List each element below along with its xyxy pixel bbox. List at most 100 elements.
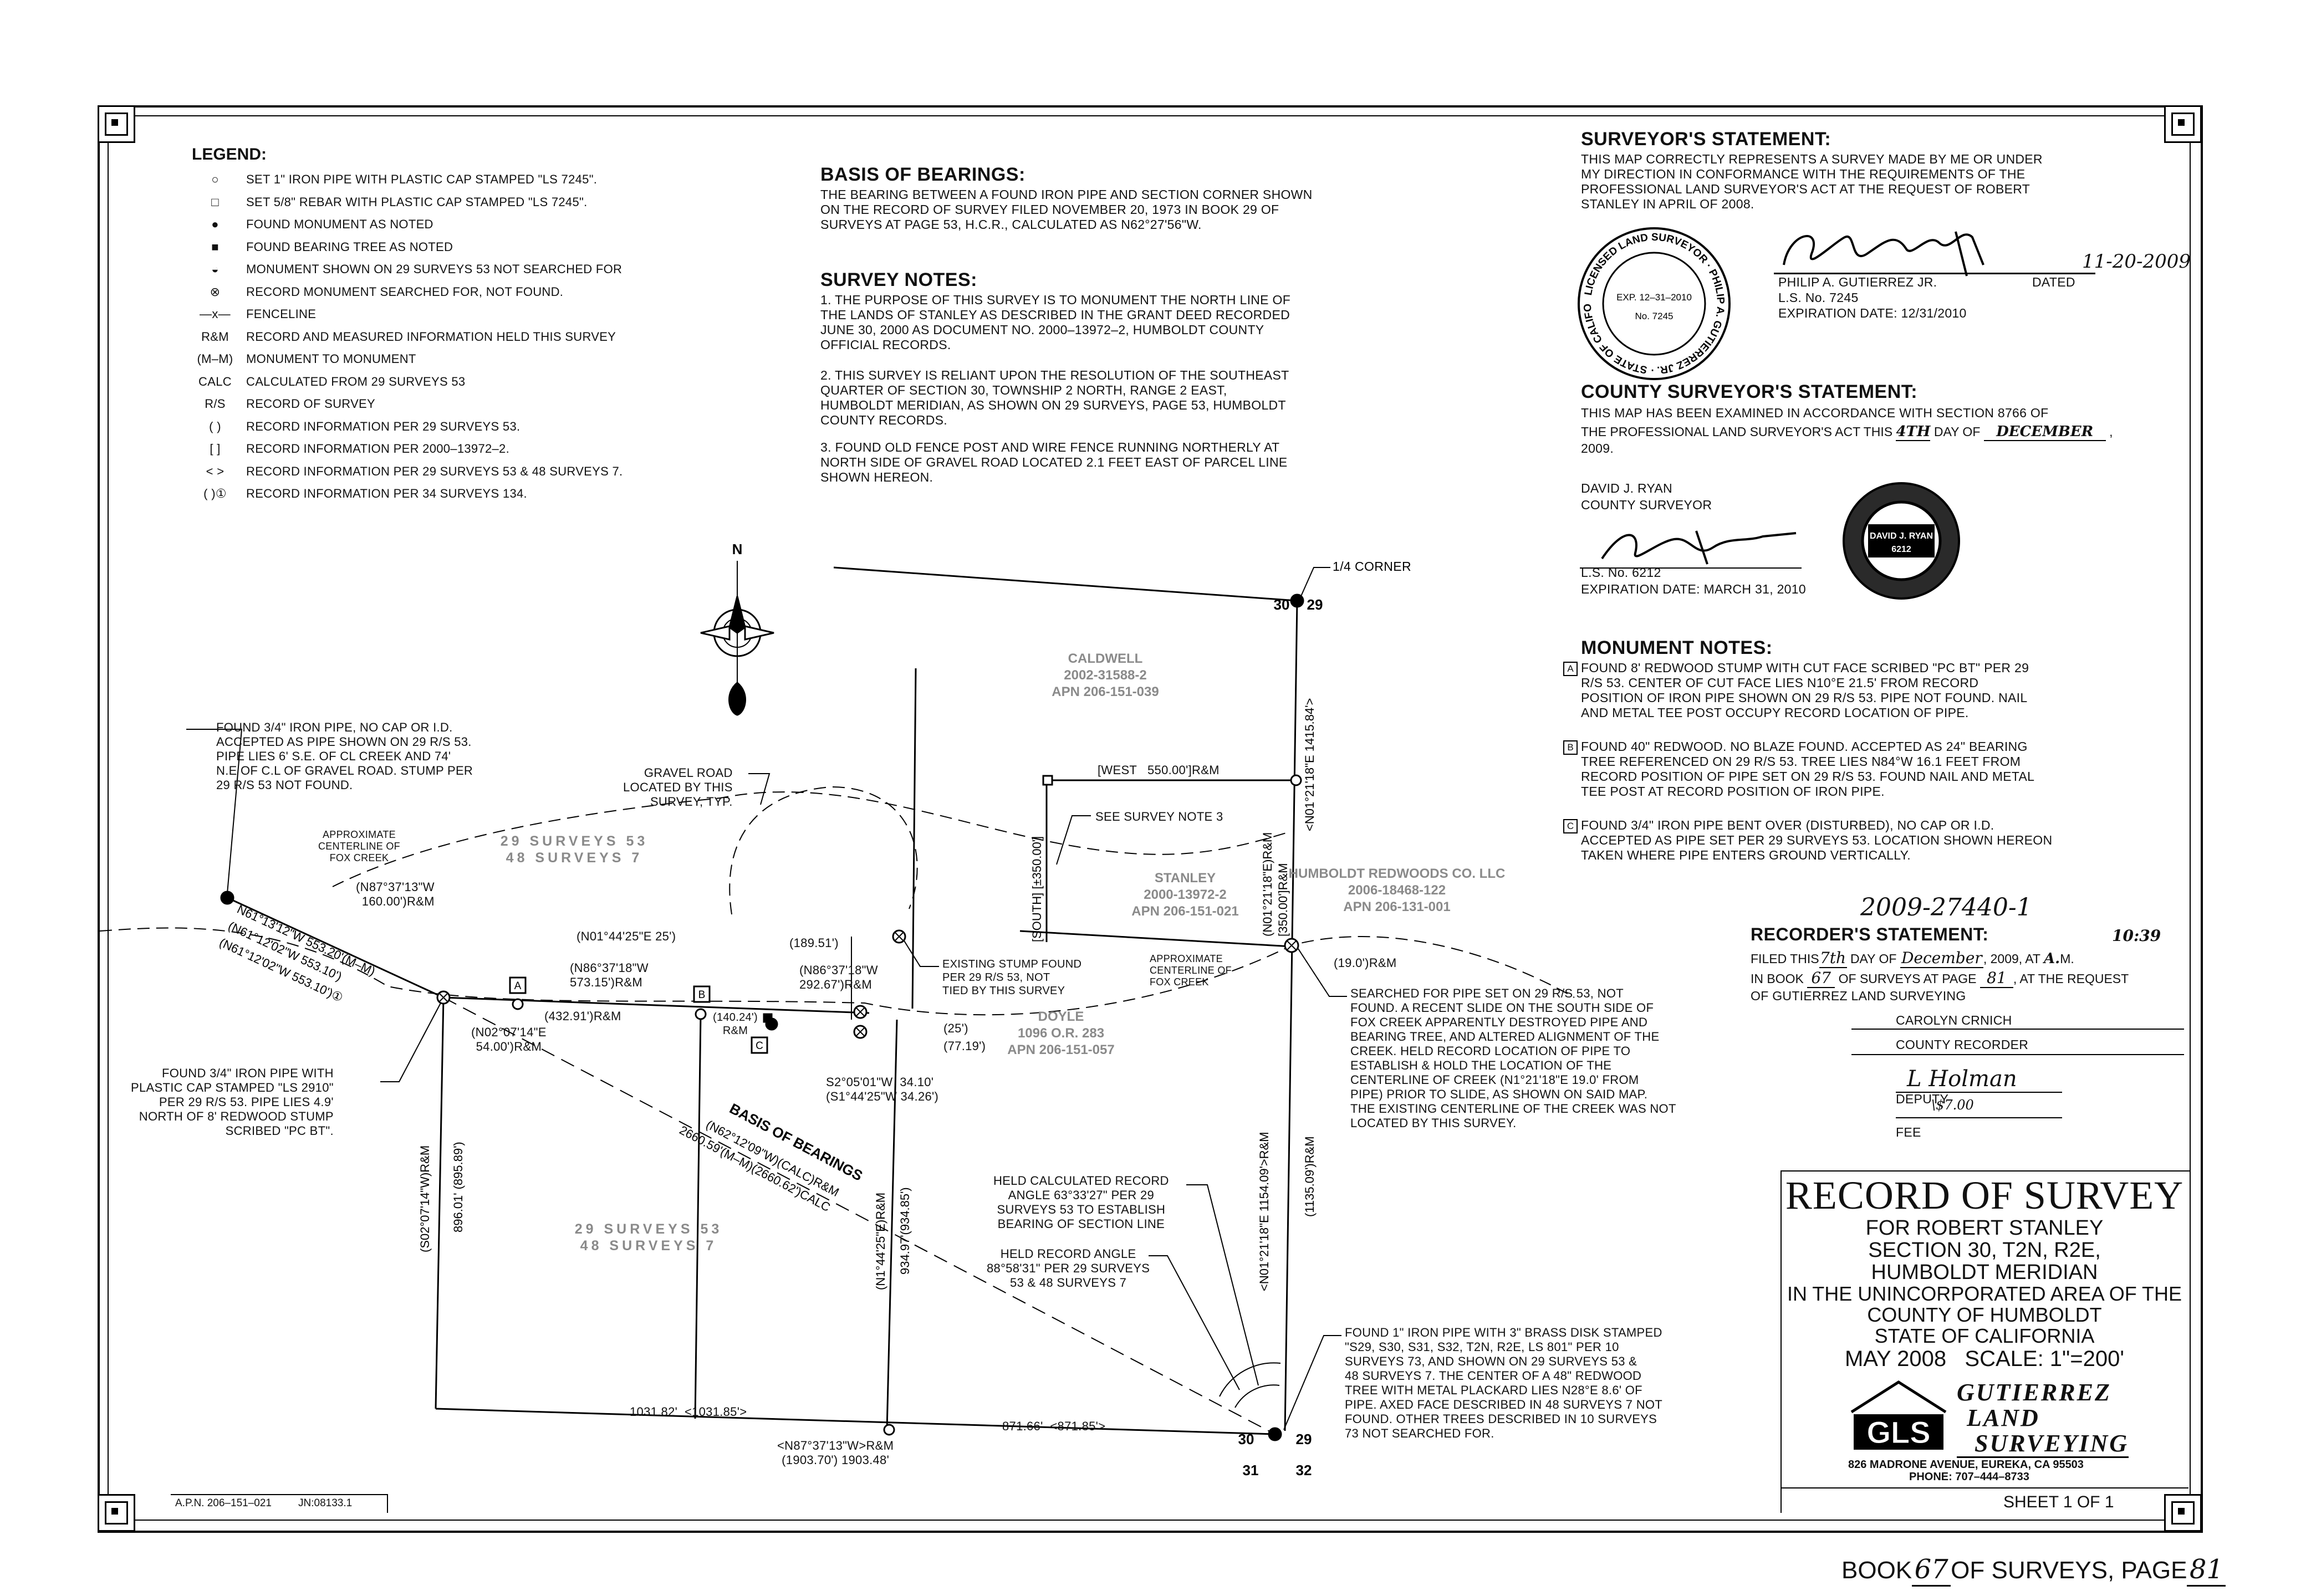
note-bottom-brg: <N87°37'13"W>R&M (1903.70') 1903.48' xyxy=(777,1439,894,1467)
title-date-scale: MAY 2008 SCALE: 1"=200' xyxy=(1844,1347,2124,1371)
county-surveyor-stamp: DAVID J. RYAN 6212 xyxy=(1843,482,1960,600)
legend-symbol: ■ xyxy=(211,239,219,254)
note-s2-34: S2°05'01"W 34.10' (S1°44'25"W 34.26') xyxy=(826,1075,939,1103)
ref-surveys-2b: 48 SURVEYS 7 xyxy=(580,1238,717,1254)
county-ls-no: L.S. No. 6212 xyxy=(1581,565,1661,580)
north-section-line xyxy=(833,566,1298,602)
firm-name-1: GUTIERREZ xyxy=(1957,1379,2111,1406)
monument-quarter-corner xyxy=(1290,594,1304,608)
gravel-road xyxy=(332,791,1292,887)
legend-text: MONUMENT TO MONUMENT xyxy=(246,352,416,366)
note-n86-292: (N86°37'18"W 292.67')R&M xyxy=(799,963,878,991)
note-n01-25: (N01°44'25"E 25') xyxy=(576,929,676,943)
leader-gravel-road xyxy=(748,773,771,805)
note-approx-cl-fox: APPROXIMATE CENTERLINE OF FOX CREEK xyxy=(318,829,400,863)
doyle-east-line xyxy=(886,1019,898,1430)
east-350-label-1: (N01°21'18"E)R&M xyxy=(1261,832,1274,937)
note-held-calc: HELD CALCULATED RECORD ANGLE 63°33'27" P… xyxy=(993,1174,1169,1231)
firm-address: 826 MADRONE AVENUE, EUREKA, CA 95503 xyxy=(1848,1459,2084,1471)
recorder-line-3 xyxy=(1896,1092,2062,1093)
note-n87-160: (N87°37'13"W 160.00')R&M xyxy=(356,880,435,908)
legend-text: SET 5/8" REBAR WITH PLASTIC CAP STAMPED … xyxy=(246,195,588,209)
county-line-1: THIS MAP HAS BEEN EXAMINED IN ACCORDANCE… xyxy=(1581,406,2049,420)
legend-item: ○SET 1" IRON PIPE WITH PLASTIC CAP STAMP… xyxy=(192,168,735,191)
note-n02-54: (N02°07'14"E 54.00')R&M xyxy=(471,1025,547,1053)
legend-item: □ SET 5/8" REBAR WITH PLASTIC CAP STAMPED… xyxy=(192,191,735,214)
monument-west-550 xyxy=(1042,775,1053,786)
title-line-5: COUNTY OF HUMBOLDT xyxy=(1867,1303,2102,1326)
recorder-book-b: OF SURVEYS AT PAGE xyxy=(1838,971,1977,986)
mid-vert-label-1: (N1°44'25"E)R&M xyxy=(874,1193,887,1290)
survey-note-3: 3. FOUND OLD FENCE POST AND WIRE FENCE R… xyxy=(820,440,1288,484)
sheet-divider xyxy=(1782,1487,2188,1488)
footer-job: JN:08133.1 xyxy=(298,1497,353,1509)
footer-book-a: BOOK xyxy=(1841,1557,1912,1584)
recorder-time: 10:39 xyxy=(2112,927,2161,945)
legend-text: RECORD INFORMATION PER 29 SURVEYS 53. xyxy=(246,419,521,433)
note-west-550: [WEST 550.00']R&M xyxy=(1098,763,1220,777)
monument-note-b-text: FOUND 40" REDWOOD. NO BLAZE FOUND. ACCEP… xyxy=(1581,739,2035,799)
caldwell-doc: 2002-31588-2 xyxy=(1064,668,1146,683)
east-1415-label: <N01°21'18"E 1415.84'> xyxy=(1303,698,1317,831)
recorder-filed-c: , 2009, AT xyxy=(1983,952,2040,966)
footer-book: 67 xyxy=(1912,1554,1951,1587)
tag-c-label: C xyxy=(756,1040,763,1052)
survey-notes-title: SURVEY NOTES: xyxy=(820,269,977,290)
south-350-label: [SOUTH] [±350.00'] xyxy=(1030,836,1044,942)
recorder-filed-a: FILED THIS xyxy=(1751,952,1819,966)
leader-held-calc xyxy=(1186,1184,1259,1386)
legend-item: ●FOUND MONUMENT AS NOTED xyxy=(192,213,735,236)
legend-text: RECORD AND MEASURED INFORMATION HELD THI… xyxy=(246,329,616,344)
surveyor-ls-no: L.S. No. 7245 xyxy=(1778,290,1859,305)
legend-symbol: ( )① xyxy=(203,487,227,500)
ref-surveys-1a: 29 SURVEYS 53 xyxy=(501,833,649,849)
monument-set-a xyxy=(512,998,524,1010)
bearing-tree-b xyxy=(763,1013,773,1023)
basis-bearing-line xyxy=(443,997,1276,1435)
note-n86-573: (N86°37'18"W 573.15')R&M xyxy=(570,961,649,989)
firm-name-3: SURVEYING xyxy=(1957,1431,2129,1458)
county-surveyor-title: COUNTY SURVEYOR'S STATEMENT: xyxy=(1581,381,1918,402)
legend-symbol: ⊗ xyxy=(210,284,221,299)
basis-of-bearings-title: BASIS OF BEARINGS: xyxy=(820,164,1026,185)
south-section-line xyxy=(435,1408,1276,1435)
monument-searched-1-x xyxy=(439,993,448,1002)
firm-logo-text: GLS xyxy=(1866,1415,1930,1450)
legend-text: RECORD INFORMATION PER 2000–13972–2. xyxy=(246,442,510,456)
sheet-border-outer xyxy=(98,105,2203,1533)
note-d1031: 1031.82' <1031.85'> xyxy=(630,1405,747,1419)
legend-title: LEGEND: xyxy=(192,145,267,163)
monuments xyxy=(220,594,1304,1441)
left-vert-label-2: 896.01' (895.89') xyxy=(451,1142,465,1232)
leader-see-note xyxy=(1056,815,1091,865)
stanley-doc: 2000-13972-2 xyxy=(1144,887,1226,902)
frame-corner-bl xyxy=(98,1494,135,1532)
tag-b-label: B xyxy=(698,989,706,1001)
recorder-doc-no: 2009-27440-1 xyxy=(1860,893,2032,922)
note-d77: (77.19') xyxy=(943,1039,986,1053)
note-gravel-road: GRAVEL ROAD LOCATED BY THIS SURVEY, TYP. xyxy=(623,766,733,809)
mid-vert-label-2: 934.97'(934.85') xyxy=(898,1187,912,1275)
sheet-number: SHEET 1 OF 1 xyxy=(2003,1493,2114,1511)
legend-symbol: □ xyxy=(211,195,219,209)
legend-item: (M–M)MONUMENT TO MONUMENT xyxy=(192,348,735,371)
legend-item: ◒MONUMENT SHOWN ON 29 SURVEYS 53 NOT SEA… xyxy=(192,258,735,281)
east-350-label-2: [350.00']R&M xyxy=(1276,863,1290,937)
stanley-name: STANLEY xyxy=(1155,871,1216,886)
legend-symbol: R&M xyxy=(201,329,229,344)
leader-found-2910 xyxy=(380,1001,442,1082)
note-searched-pipe: SEARCHED FOR PIPE SET ON 29 R/S 53, NOT … xyxy=(1350,986,1676,1130)
note-see-note-3: SEE SURVEY NOTE 3 xyxy=(1095,810,1223,823)
surveyors-statement-text: THIS MAP CORRECTLY REPRESENTS A SURVEY M… xyxy=(1581,152,2043,211)
county-line-2: THE PROFESSIONAL LAND SURVEYOR'S ACT THI… xyxy=(1581,423,2113,441)
north-line-stanley xyxy=(443,996,870,1014)
monument-found-nw xyxy=(220,891,234,905)
legend-text: FOUND BEARING TREE AS NOTED xyxy=(246,239,453,254)
monument-searched-5-x xyxy=(1287,940,1297,950)
recorder-title: COUNTY RECORDER xyxy=(1896,1037,2029,1052)
surveyor-signature xyxy=(1783,231,1984,277)
legend: LEGEND: ○SET 1" IRON PIPE WITH PLASTIC C… xyxy=(192,145,735,505)
creek-side-line xyxy=(1019,930,1292,948)
